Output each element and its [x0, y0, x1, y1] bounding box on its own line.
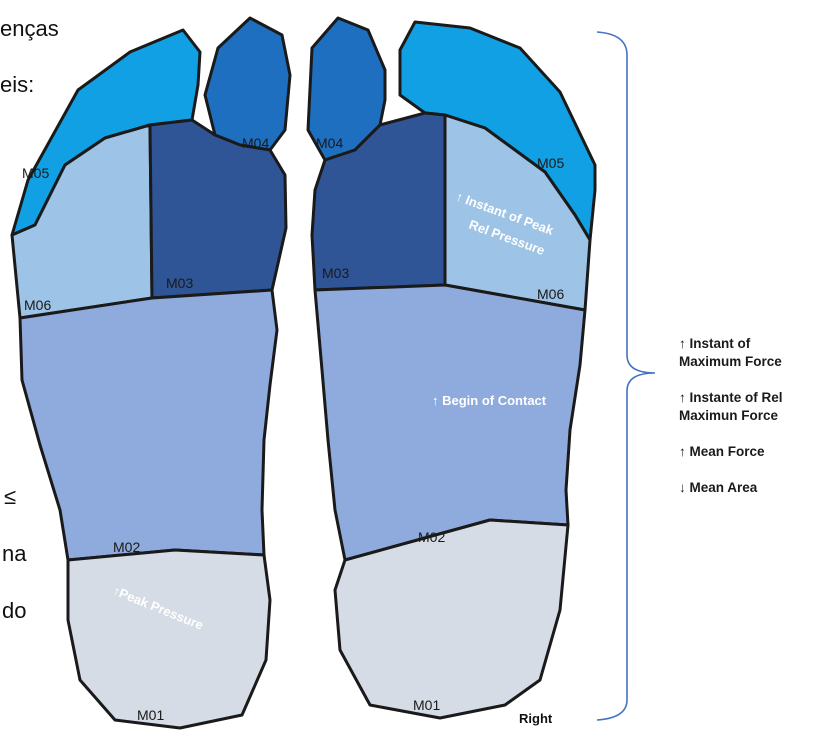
right-label-m02: M02 — [418, 529, 445, 545]
right-label-m01: M01 — [413, 697, 440, 713]
left-label-m03: M03 — [166, 275, 193, 291]
left-label-m02: M02 — [113, 539, 140, 555]
right-label-m04: M04 — [316, 135, 343, 151]
legend-item-instant-rel-max-force: ↑ Instante of Rel Maximun Force — [679, 389, 819, 425]
legend-item-instant-max-force: ↑ Instant of Maximum Force — [679, 335, 819, 371]
right-label-m06: M06 — [537, 286, 564, 302]
left-m02-region — [20, 290, 277, 560]
legend-item-mean-area: ↓ Mean Area — [679, 479, 819, 497]
right-label-m03: M03 — [322, 265, 349, 281]
right-label-m05: M05 — [537, 155, 564, 171]
right-side-label: Right — [519, 711, 553, 726]
left-m01-region — [68, 550, 270, 728]
legend-item-mean-force: ↑ Mean Force — [679, 443, 819, 461]
left-m04-region — [205, 18, 290, 150]
left-label-m01: M01 — [137, 707, 164, 723]
right-contact-annotation: ↑ Begin of Contact — [432, 393, 547, 408]
legend: ↑ Instant of Maximum Force ↑ Instante of… — [679, 335, 819, 515]
left-label-m05: M05 — [22, 165, 49, 181]
grouping-brace — [597, 32, 655, 720]
left-label-m04: M04 — [242, 135, 269, 151]
left-label-m06: M06 — [24, 297, 51, 313]
right-m02-region — [315, 285, 585, 560]
